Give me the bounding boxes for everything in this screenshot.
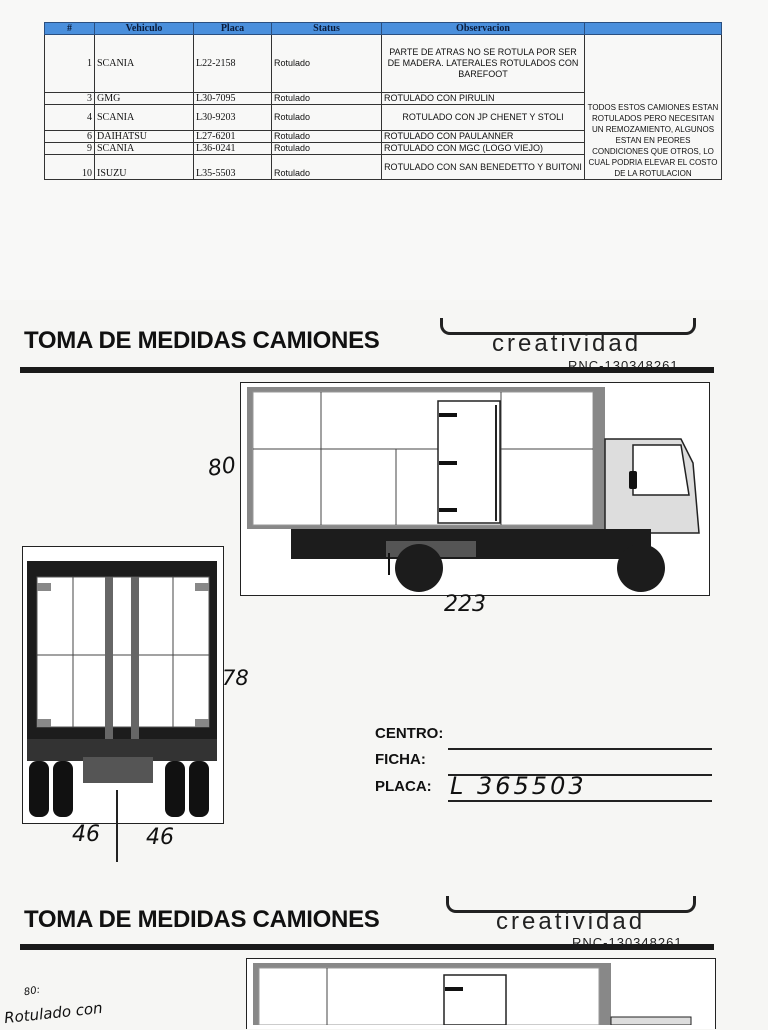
side-length-measure: 223 (444, 592, 486, 617)
row-plate: L36-0241 (193, 142, 272, 155)
side-height-measure: 80 (206, 453, 238, 482)
rear-right-width-measure: 46 (146, 825, 174, 850)
row-num: 6 (44, 130, 95, 143)
ficha-label: FICHA: (375, 751, 426, 768)
placa-line[interactable] (448, 800, 712, 802)
table-row: 10 ISUZU L35-5503 Rotulado ROTULADO CON … (44, 154, 722, 180)
row-obs: ROTULADO CON PAULANNER (381, 130, 585, 143)
rear-left-width-measure: 46 (72, 822, 100, 847)
row-status: Rotulado (271, 130, 382, 143)
row-status: Rotulado (271, 34, 382, 93)
ficha-line[interactable] (448, 774, 712, 776)
row-obs: ROTULADO CON MGC (LOGO VIEJO) (381, 142, 585, 155)
sheet-title: TOMA DE MEDIDAS CAMIONES (24, 327, 380, 354)
title-rule (20, 944, 714, 950)
col-obs: Observacion (381, 22, 585, 35)
col-vehicle: Vehiculo (94, 22, 194, 35)
scribble-note-top: 80: (23, 984, 41, 999)
centro-label: CENTRO: (375, 725, 444, 742)
centro-line[interactable] (448, 748, 712, 750)
col-note-header (584, 22, 722, 35)
side-view-frame (240, 382, 710, 596)
row-num: 3 (44, 92, 95, 105)
sheet-title: TOMA DE MEDIDAS CAMIONES (24, 906, 380, 933)
fleet-table: # Vehiculo Placa Status Observacion 1 SC… (44, 22, 722, 180)
logo-mark (440, 318, 696, 335)
row-plate: L30-9203 (193, 104, 272, 131)
side-view-frame (246, 958, 716, 1029)
row-vehicle: DAIHATSU (94, 130, 194, 143)
logo-wordmark: creatividad (492, 330, 642, 357)
row-vehicle: ISUZU (94, 154, 194, 180)
row-status: Rotulado (271, 154, 382, 180)
row-status: Rotulado (271, 104, 382, 131)
row-status: Rotulado (271, 92, 382, 105)
row-num: 10 (44, 154, 95, 180)
table-row: 1 SCANIA L22-2158 Rotulado PARTE DE ATRA… (44, 34, 722, 180)
table-row: 4 SCANIA L30-9203 Rotulado ROTULADO CON … (44, 104, 722, 131)
row-num: 9 (44, 142, 95, 155)
row-vehicle: GMG (94, 92, 194, 105)
placa-value: L 365503 (450, 772, 587, 800)
row-vehicle: SCANIA (94, 34, 194, 93)
rear-center-line (116, 790, 118, 862)
table-row: 9 SCANIA L36-0241 Rotulado ROTULADO CON … (44, 142, 722, 155)
col-num: # (44, 22, 95, 35)
row-obs: PARTE DE ATRAS NO SE ROTULA POR SER DE M… (381, 34, 585, 93)
row-plate: L27-6201 (193, 130, 272, 143)
row-status: Rotulado (271, 142, 382, 155)
row-plate: L35-5503 (193, 154, 272, 180)
row-plate: L22-2158 (193, 34, 272, 93)
col-plate: Placa (193, 22, 272, 35)
table-header-row: # Vehiculo Placa Status Observacion (44, 22, 722, 35)
logo-mark (446, 896, 696, 913)
logo-wordmark: creatividad (496, 908, 646, 935)
rear-view-frame (22, 546, 224, 824)
row-vehicle: SCANIA (94, 142, 194, 155)
row-num: 1 (44, 34, 95, 93)
col-status: Status (271, 22, 382, 35)
scribble-note-bottom: Rotulado con (3, 998, 104, 1028)
row-vehicle: SCANIA (94, 104, 194, 131)
side-note: TODOS ESTOS CAMIONES ESTAN ROTULADOS PER… (584, 34, 722, 180)
row-plate: L30-7095 (193, 92, 272, 105)
row-obs: ROTULADO CON SAN BENEDETTO Y BUITONI (381, 154, 585, 180)
truck-side-icon (247, 387, 700, 592)
truck-side-icon (253, 963, 692, 1026)
truck-rear-icon (27, 561, 217, 817)
row-num: 4 (44, 104, 95, 131)
title-rule (20, 367, 714, 373)
row-obs: ROTULADO CON PIRULIN (381, 92, 585, 105)
placa-label: PLACA: (375, 778, 432, 795)
rear-height-measure: 78 (222, 666, 249, 690)
row-obs: ROTULADO CON JP CHENET Y STOLI (381, 104, 585, 131)
